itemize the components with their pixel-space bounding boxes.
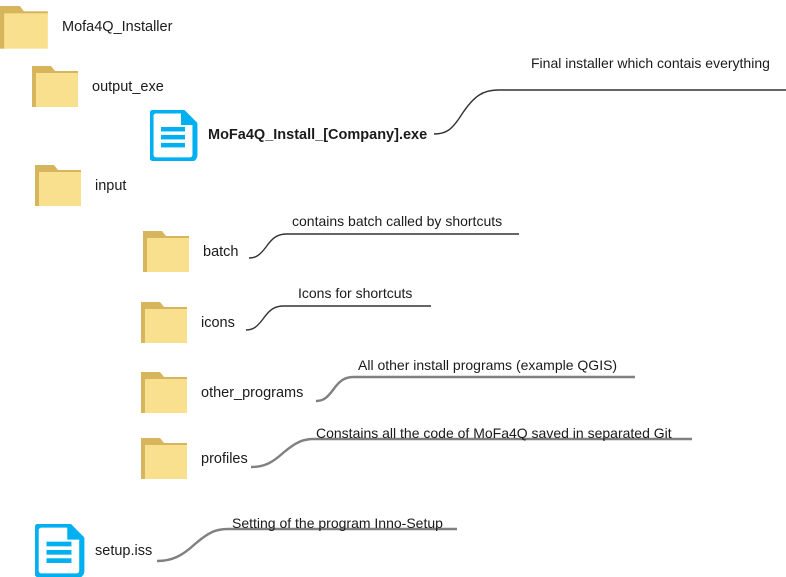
callout-other-programs: All other install programs (example QGIS… [358,357,618,373]
folder-icon [0,5,52,50]
node-label-output-exe-folder: output_exe [92,78,164,95]
tree-node-installer-exe-file[interactable]: MoFa4Q_Install_[Company].exe [148,108,428,163]
file-icon [148,108,198,163]
leader-line-callout-setup-iss [156,527,457,563]
tree-node-other-programs-folder[interactable]: other_programs [141,371,303,414]
callout-icons: Icons for shortcuts [298,285,413,301]
tree-node-root-folder[interactable]: Mofa4Q_Installer [0,5,172,50]
node-label-input-folder: input [95,177,127,194]
leader-line-callout-installer-exe [433,89,786,135]
node-label-profiles-folder: profiles [201,450,248,467]
callout-setup-iss: Setting of the program Inno-Setup [232,515,443,531]
folder-icon [32,65,82,108]
node-label-icons-folder: icons [201,314,235,331]
callout-batch: contains batch called by shortcuts [292,213,503,229]
node-label-root-folder: Mofa4Q_Installer [62,19,173,36]
node-label-setup-iss-file: setup.iss [95,542,153,559]
leader-line-callout-batch [248,233,519,259]
folder-icon [141,371,191,414]
folder-icon [141,301,191,344]
tree-node-batch-folder[interactable]: batch [143,230,238,273]
folder-icon [141,437,191,480]
tree-node-profiles-folder[interactable]: profiles [141,437,248,480]
node-label-installer-exe-file: MoFa4Q_Install_[Company].exe [208,127,428,144]
tree-node-setup-iss-file[interactable]: setup.iss [33,522,153,577]
tree-node-icons-folder[interactable]: icons [141,301,235,344]
leader-line-callout-profiles [250,437,692,469]
node-label-batch-folder: batch [203,243,239,260]
tree-node-input-folder[interactable]: input [35,164,126,207]
callout-profiles: Constains all the code of MoFa4Q saved i… [316,425,672,441]
folder-icon [35,164,85,207]
leader-line-callout-other-programs [315,375,635,403]
callout-installer-exe: Final installer which contais everything [531,55,770,71]
tree-node-output-exe-folder[interactable]: output_exe [32,65,164,108]
node-label-other-programs-folder: other_programs [201,384,304,401]
leader-line-callout-icons [245,305,431,331]
folder-icon [143,230,193,273]
file-icon [33,522,85,577]
